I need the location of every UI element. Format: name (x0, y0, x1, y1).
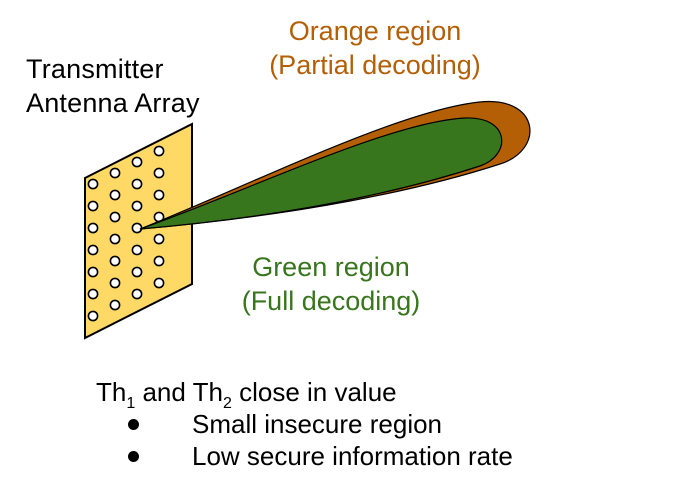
antenna-element (131, 244, 143, 256)
green-region-label-line1: Green region (252, 252, 410, 282)
transmitter-label-line1: Transmitter (26, 54, 164, 84)
bullet-text-insecure-region: Small insecure region (192, 409, 443, 439)
th2-subscript: 2 (222, 395, 232, 412)
antenna-element (109, 299, 121, 311)
antenna-element (153, 277, 165, 289)
antenna-element (109, 255, 121, 267)
bullet-dot-icon (128, 451, 139, 462)
antenna-element (87, 178, 99, 190)
antenna-element (153, 145, 165, 157)
antenna-element (87, 288, 99, 300)
antenna-element (109, 167, 121, 179)
antenna-element (131, 288, 143, 300)
transmitter-label-line2: Antenna Array (26, 88, 200, 118)
threshold-statement: Th1 and Th2 close in value (96, 376, 513, 412)
antenna-element (87, 222, 99, 234)
list-item: Small insecure region (96, 408, 513, 440)
antenna-elements (87, 145, 165, 322)
antenna-element (87, 310, 99, 322)
antenna-element (131, 200, 143, 212)
antenna-element (153, 233, 165, 245)
th1-subscript: 1 (126, 395, 136, 412)
transmitter-label: Transmitter Antenna Array (26, 52, 200, 120)
green-region-label-line2: (Full decoding) (241, 286, 421, 316)
th-prefix: Th (96, 377, 127, 407)
green-region-label: Green region (Full decoding) (206, 250, 456, 318)
orange-region-label-line2: (Partial decoding) (269, 50, 481, 80)
antenna-element (131, 156, 143, 168)
bullet-text-secure-rate: Low secure information rate (192, 441, 513, 471)
antenna-element (87, 266, 99, 278)
orange-region-label-line1: Orange region (288, 16, 462, 46)
antenna-element (87, 200, 99, 212)
antenna-element (87, 244, 99, 256)
antenna-element (109, 211, 121, 223)
antenna-element (109, 277, 121, 289)
close-in-value-text: close in value (231, 377, 397, 407)
orange-region-label: Orange region (Partial decoding) (250, 14, 500, 82)
antenna-element (131, 222, 143, 234)
antenna-element (153, 189, 165, 201)
antenna-element (109, 189, 121, 201)
summary-bullet-list: Small insecure region Low secure informa… (96, 408, 513, 472)
antenna-element (153, 167, 165, 179)
green-beam-lobe (139, 117, 503, 230)
bullet-dot-icon (128, 419, 139, 430)
antenna-element (109, 233, 121, 245)
antenna-element (131, 178, 143, 190)
summary-block: Th1 and Th2 close in value Small insecur… (96, 376, 513, 472)
antenna-element (153, 255, 165, 267)
and-text: and Th (135, 377, 223, 407)
antenna-element (131, 266, 143, 278)
list-item: Low secure information rate (96, 440, 513, 472)
